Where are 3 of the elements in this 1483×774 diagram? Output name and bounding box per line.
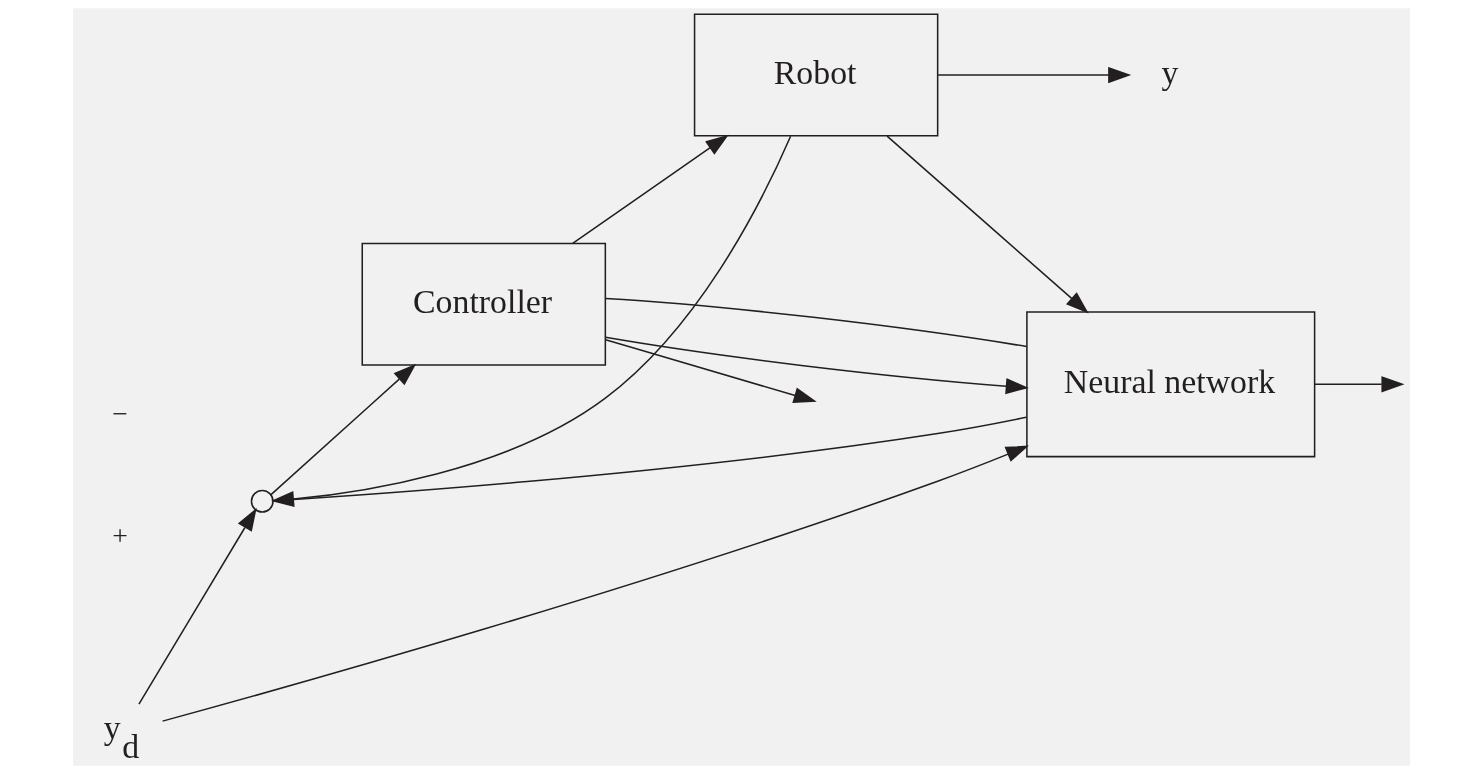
label: −: [112, 398, 128, 430]
label: +: [112, 519, 128, 551]
node-text: y: [1161, 53, 1179, 91]
